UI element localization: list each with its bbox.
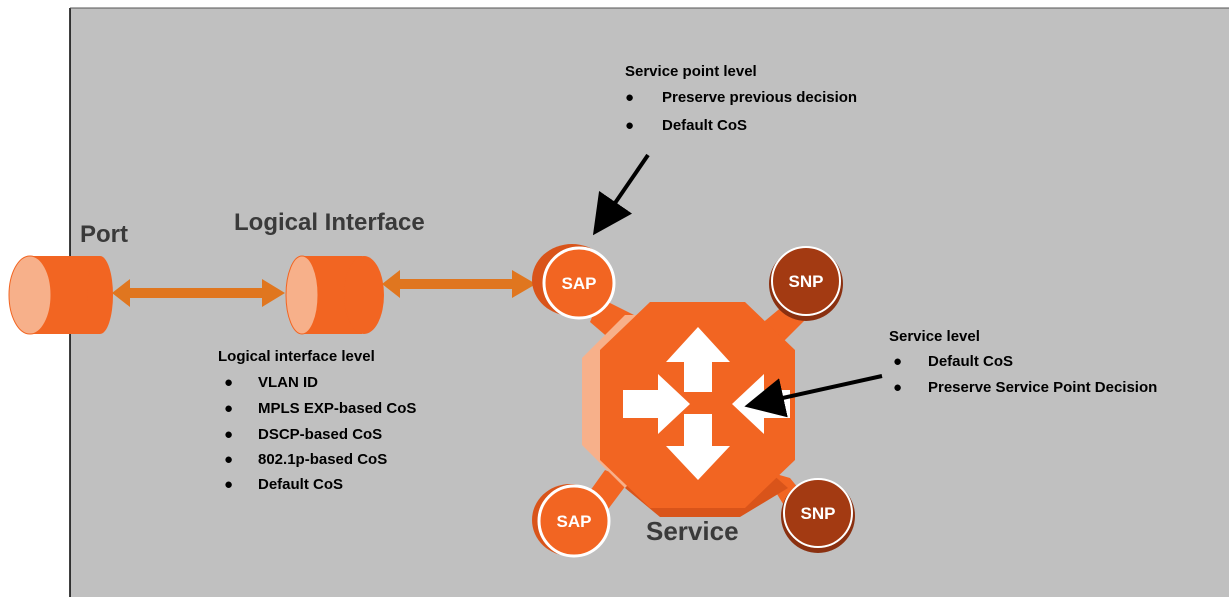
service-level-heading: Service level <box>889 328 980 345</box>
logical-interface-bullet: Default CoS <box>258 476 343 493</box>
service-point-level-block: Service point level ● Preserve previous … <box>625 63 857 134</box>
service-point-bullet: Default CoS <box>662 117 747 134</box>
sap-top-label: SAP <box>562 274 597 293</box>
sap-top-node: SAP <box>532 244 616 320</box>
bullet-icon: ● <box>893 379 902 396</box>
up-arrow-icon <box>666 327 730 392</box>
logical-interface-bullet: 802.1p-based CoS <box>258 451 387 468</box>
sap-bottom-node: SAP <box>532 484 611 558</box>
bullet-icon: ● <box>893 353 902 370</box>
bullet-icon: ● <box>224 400 233 417</box>
service-level-block: Service level ● Default CoS ● Preserve S… <box>889 328 1157 396</box>
logical-interface-level-heading: Logical interface level <box>218 348 375 365</box>
logical-interface-bullet: DSCP-based CoS <box>258 426 382 443</box>
service-level-pointer-arrow <box>744 374 883 418</box>
right-arrow-icon <box>623 374 690 434</box>
bullet-icon: ● <box>625 117 634 134</box>
port-title: Port <box>80 221 128 248</box>
snp-top-node: SNP <box>769 246 843 321</box>
logical-interface-title: Logical Interface <box>234 209 425 236</box>
bullet-icon: ● <box>224 374 233 391</box>
logical-to-sap-arrow <box>382 270 536 298</box>
service-point-bullet: Preserve previous decision <box>662 89 857 106</box>
logical-interface-bullet: MPLS EXP-based CoS <box>258 400 416 417</box>
sap-bottom-label: SAP <box>557 512 592 531</box>
snp-top-label: SNP <box>789 272 824 291</box>
service-level-bullet: Preserve Service Point Decision <box>928 379 1157 396</box>
logical-interface-cylinder <box>285 255 384 335</box>
logical-interface-bullet: VLAN ID <box>258 374 318 391</box>
bullet-icon: ● <box>224 476 233 493</box>
bullet-icon: ● <box>224 451 233 468</box>
port-to-logical-arrow <box>112 279 285 307</box>
service-point-pointer-arrow <box>592 153 650 236</box>
snp-bottom-node: SNP <box>781 478 855 553</box>
bullet-icon: ● <box>625 89 634 106</box>
service-level-bullet: Default CoS <box>928 353 1013 370</box>
bullet-icon: ● <box>224 426 233 443</box>
logical-interface-level-block: Logical interface level ● VLAN ID ● MPLS… <box>218 348 416 493</box>
snp-bottom-label: SNP <box>801 504 836 523</box>
down-arrow-icon <box>666 414 730 480</box>
service-title: Service <box>646 516 739 546</box>
port-cylinder <box>8 255 113 335</box>
service-block <box>580 298 812 520</box>
service-point-level-heading: Service point level <box>625 63 757 80</box>
